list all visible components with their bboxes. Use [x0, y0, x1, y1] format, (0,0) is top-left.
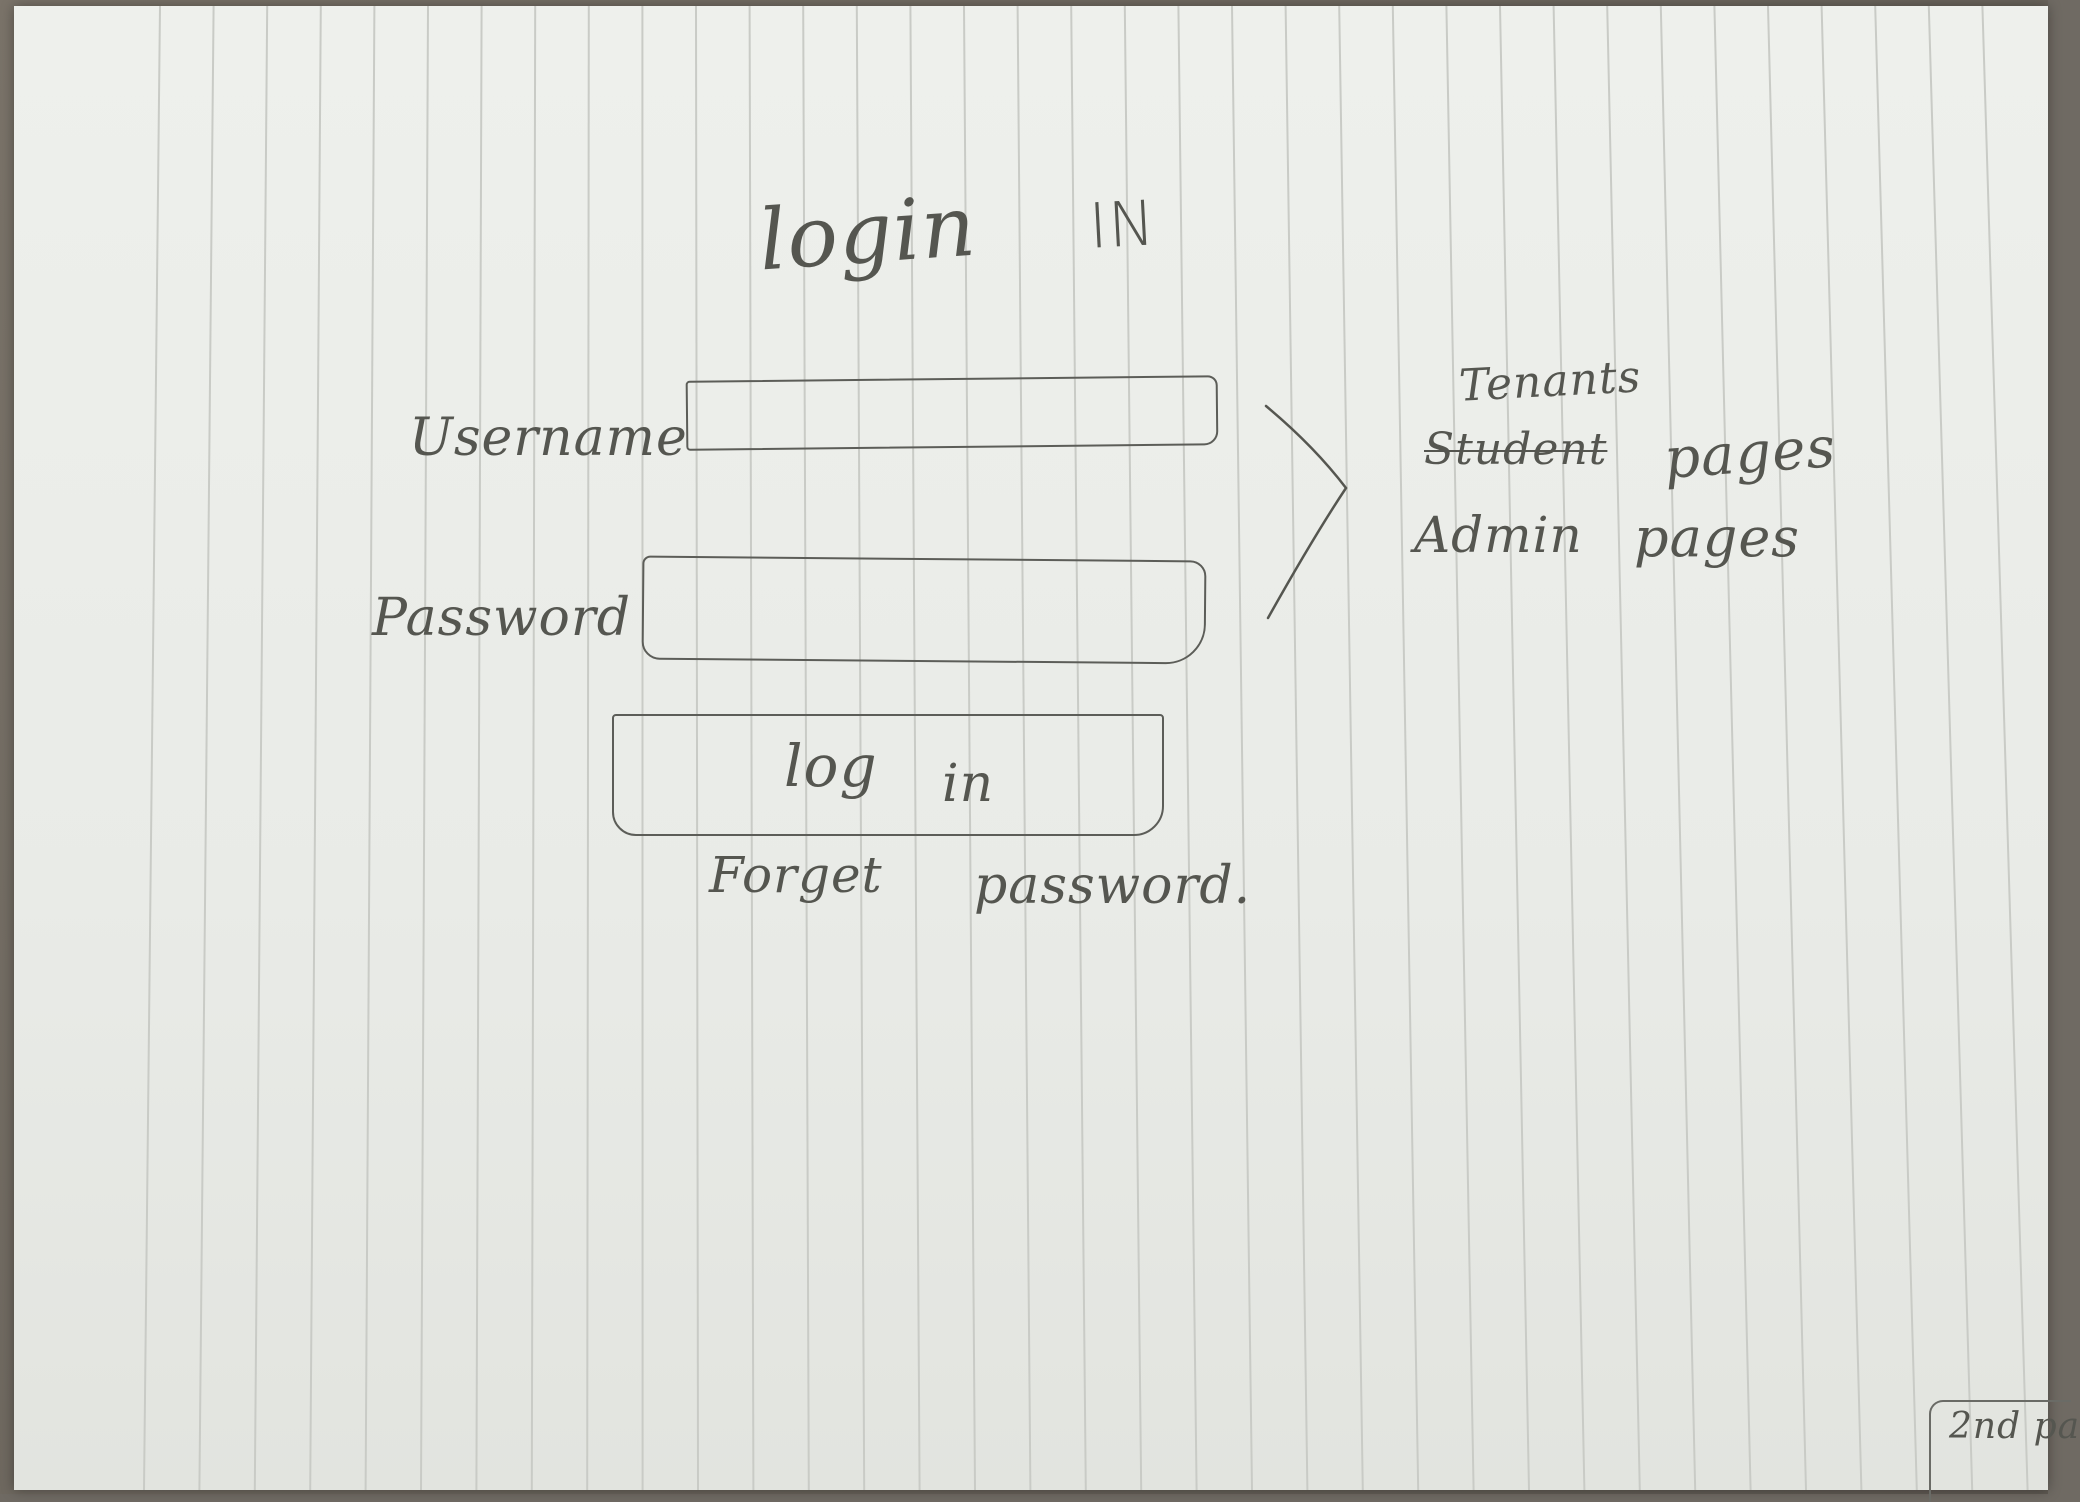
photo-background: login IN Username Password log in Forget… — [0, 0, 2048, 1494]
next-page-note: 2nd pa — [1949, 1406, 2080, 1447]
redirect-arrow-bracket — [14, 6, 2048, 1490]
lined-paper-sheet: login IN Username Password log in Forget… — [14, 6, 2048, 1490]
tenant-pages-note: pages — [1662, 415, 1838, 492]
tenants-note: Tenants — [1458, 351, 1643, 411]
student-crossed-out: Student — [1424, 424, 1607, 475]
admin-note: Admin — [1414, 506, 1583, 564]
admin-pages-note: pages — [1634, 506, 1800, 569]
